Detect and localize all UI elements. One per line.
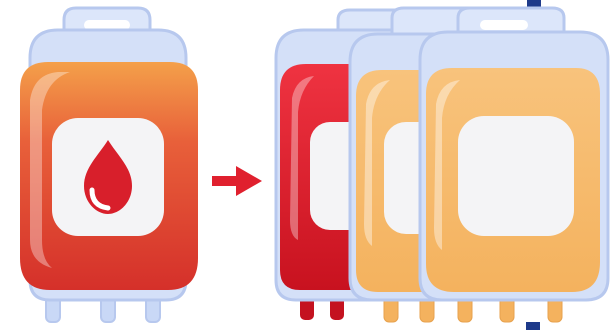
blood-bag-icon — [20, 8, 198, 322]
arrow-right-icon — [212, 166, 262, 196]
platelet-bag-icon — [420, 8, 608, 322]
accent-mark-bottom — [526, 322, 540, 330]
